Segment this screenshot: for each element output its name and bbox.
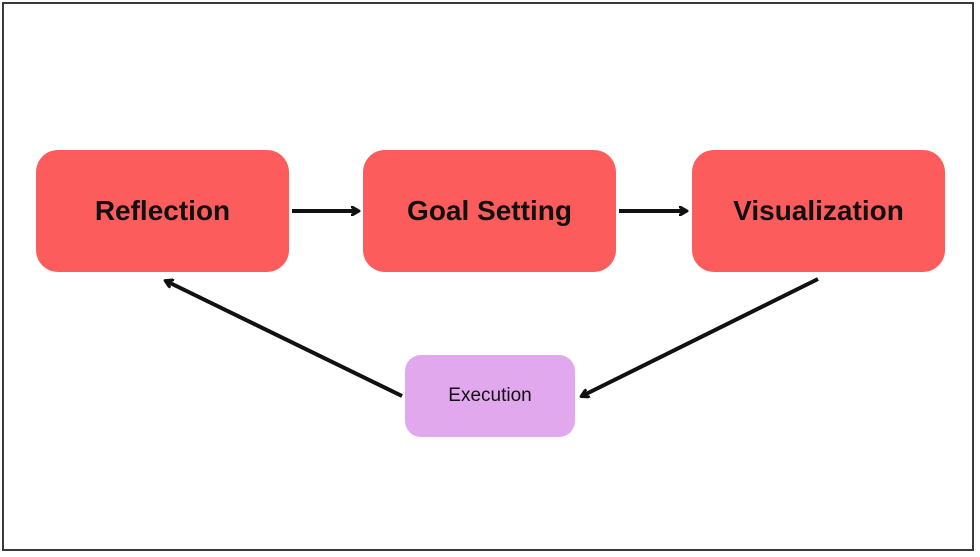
diagram-frame (2, 2, 974, 551)
node-visualization: Visualization (692, 150, 945, 272)
node-execution: Execution (405, 355, 575, 437)
arrow-visualization-to-execution (582, 277, 819, 396)
node-goal-setting: Goal Setting (363, 150, 616, 272)
arrow-execution-to-reflection (166, 281, 403, 398)
node-reflection: Reflection (36, 150, 289, 272)
